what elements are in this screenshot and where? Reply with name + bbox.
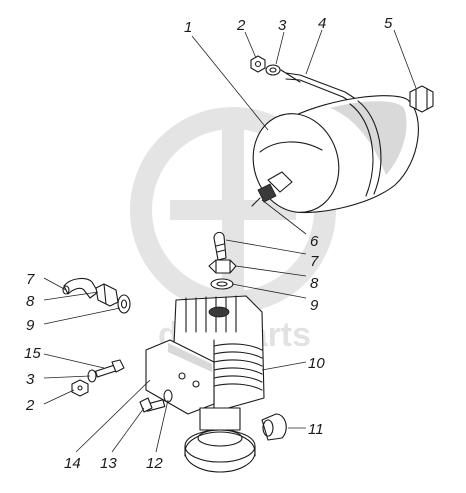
callout-3: 3 [278, 17, 287, 34]
callout-12: 12 [146, 455, 163, 472]
top-washer [265, 64, 281, 76]
elbow-fitting [62, 277, 99, 299]
callout-3b: 3 [26, 371, 35, 388]
leader-lines [43, 29, 417, 453]
callout-1: 1 [184, 19, 192, 36]
callout-11: 11 [308, 421, 324, 438]
bolt-bottom [139, 397, 166, 413]
callout-2b: 2 [25, 397, 35, 414]
washer-bottom [163, 389, 173, 403]
callout-8b: 8 [26, 293, 35, 310]
chamber-fitting [251, 171, 293, 207]
top-nut [250, 55, 266, 73]
callout-10: 10 [308, 355, 325, 372]
callout-7b: 7 [26, 271, 35, 288]
callout-labels: 1 2 3 4 5 6 7 8 9 7 8 9 10 15 3 2 11 14 … [24, 15, 393, 472]
washer-right [210, 278, 234, 290]
bent-tube [213, 231, 227, 261]
callout-8: 8 [310, 275, 319, 292]
callout-9b: 9 [26, 317, 35, 334]
callout-5: 5 [384, 15, 393, 32]
cap-nut [409, 85, 434, 113]
callout-7: 7 [310, 253, 319, 270]
callout-15: 15 [24, 345, 41, 362]
callout-13: 13 [100, 455, 117, 472]
fitting-nut-left [95, 283, 119, 307]
callout-2: 2 [236, 17, 246, 34]
piston-base [184, 407, 256, 473]
nut-left-small [71, 379, 89, 397]
callout-6: 6 [310, 233, 319, 250]
mounting-plate [145, 339, 215, 415]
brake-chamber [252, 95, 419, 214]
fitting-nut-right [208, 259, 237, 274]
washer-left [117, 294, 131, 314]
bolt-left [95, 359, 125, 378]
callout-4: 4 [318, 15, 326, 32]
callout-14: 14 [64, 455, 81, 472]
plug [261, 413, 287, 441]
callout-9: 9 [310, 297, 319, 314]
